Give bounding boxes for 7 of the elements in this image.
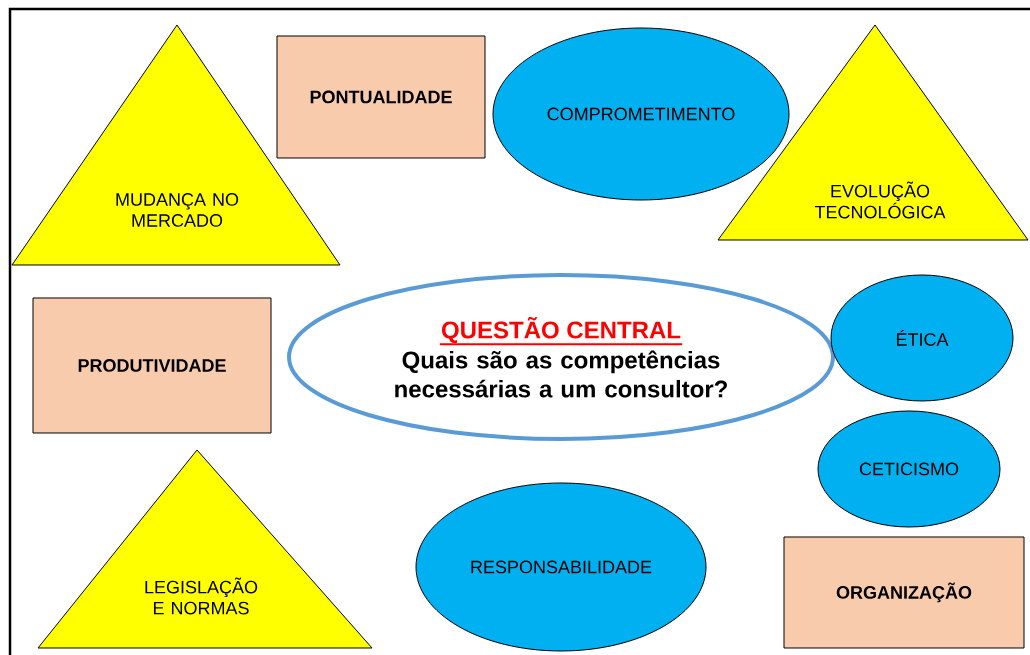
heading: QUESTÃO CENTRAL xyxy=(438,316,684,346)
question-text: Quais são as competências necessárias a um consultor? xyxy=(395,350,727,398)
rectangle-box: PRODUTIVIDADE xyxy=(32,297,272,434)
rectangle-box: ORGANIZAÇÃO xyxy=(783,536,1025,649)
central-ellipse xyxy=(287,273,835,441)
rectangle-box: PONTUALIDADE xyxy=(276,35,486,159)
triangle: LEGISLAÇÃO E NORMAS xyxy=(37,449,373,649)
